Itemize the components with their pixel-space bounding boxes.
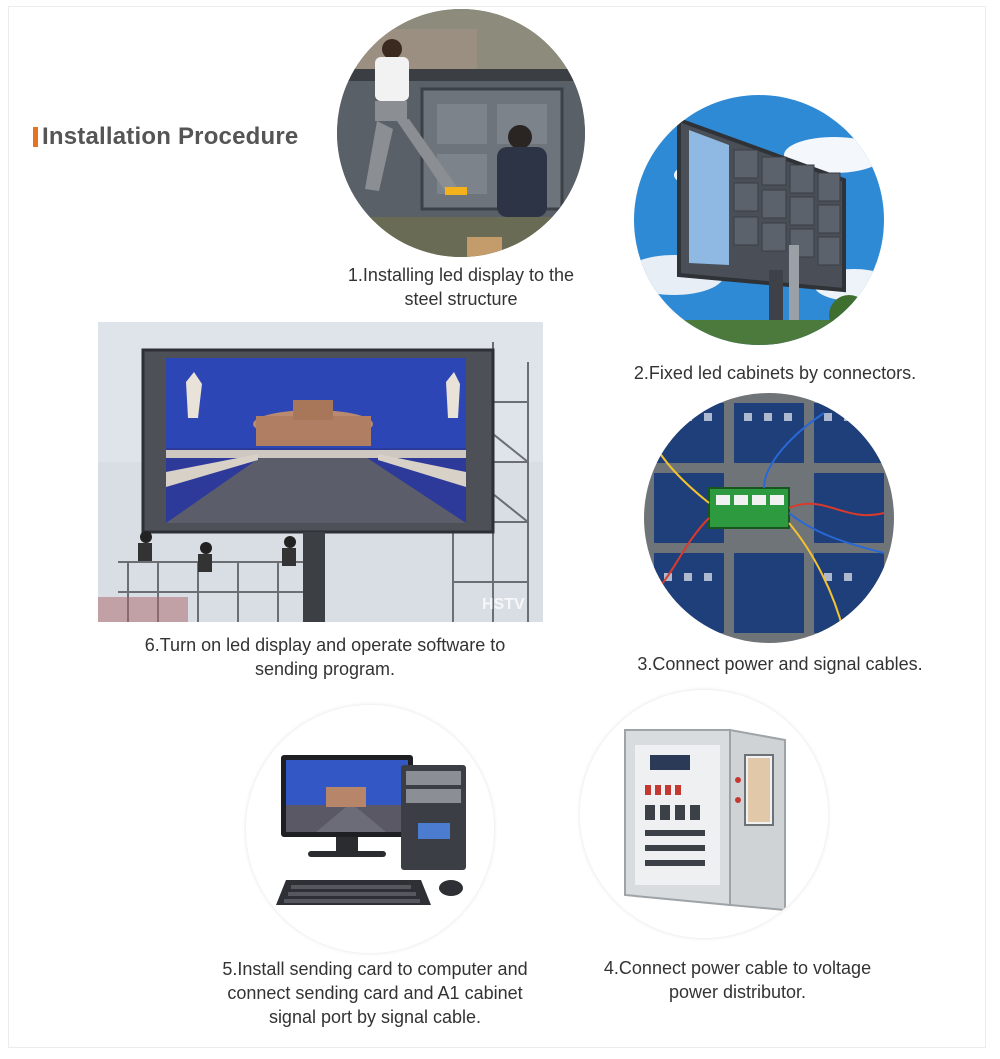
step-4-caption: 4.Connect power cable to voltage power d… [603, 958, 872, 1002]
section-heading: Installation Procedure [33, 122, 298, 152]
step-2-caption: 2.Fixed led cabinets by connectors. [633, 363, 917, 383]
step-5-image [246, 705, 494, 953]
step-3-image [644, 393, 894, 643]
step-4-image [580, 690, 828, 938]
page-title: Installation Procedure [42, 123, 299, 150]
watermark: HSTV [482, 596, 542, 618]
heading-accent-bar [33, 127, 38, 147]
step-1-caption: 1.Installing led display to the steel st… [347, 265, 575, 309]
step-2-image [634, 95, 884, 345]
step-5-caption: 5.Install sending card to computer and c… [222, 959, 528, 1027]
step-6-image [98, 322, 543, 622]
step-3-caption: 3.Connect power and signal cables. [637, 654, 923, 674]
step-6-caption: 6.Turn on led display and operate softwa… [144, 635, 506, 679]
watermark-text: HSTV [482, 596, 525, 613]
step-1-image [337, 9, 585, 257]
